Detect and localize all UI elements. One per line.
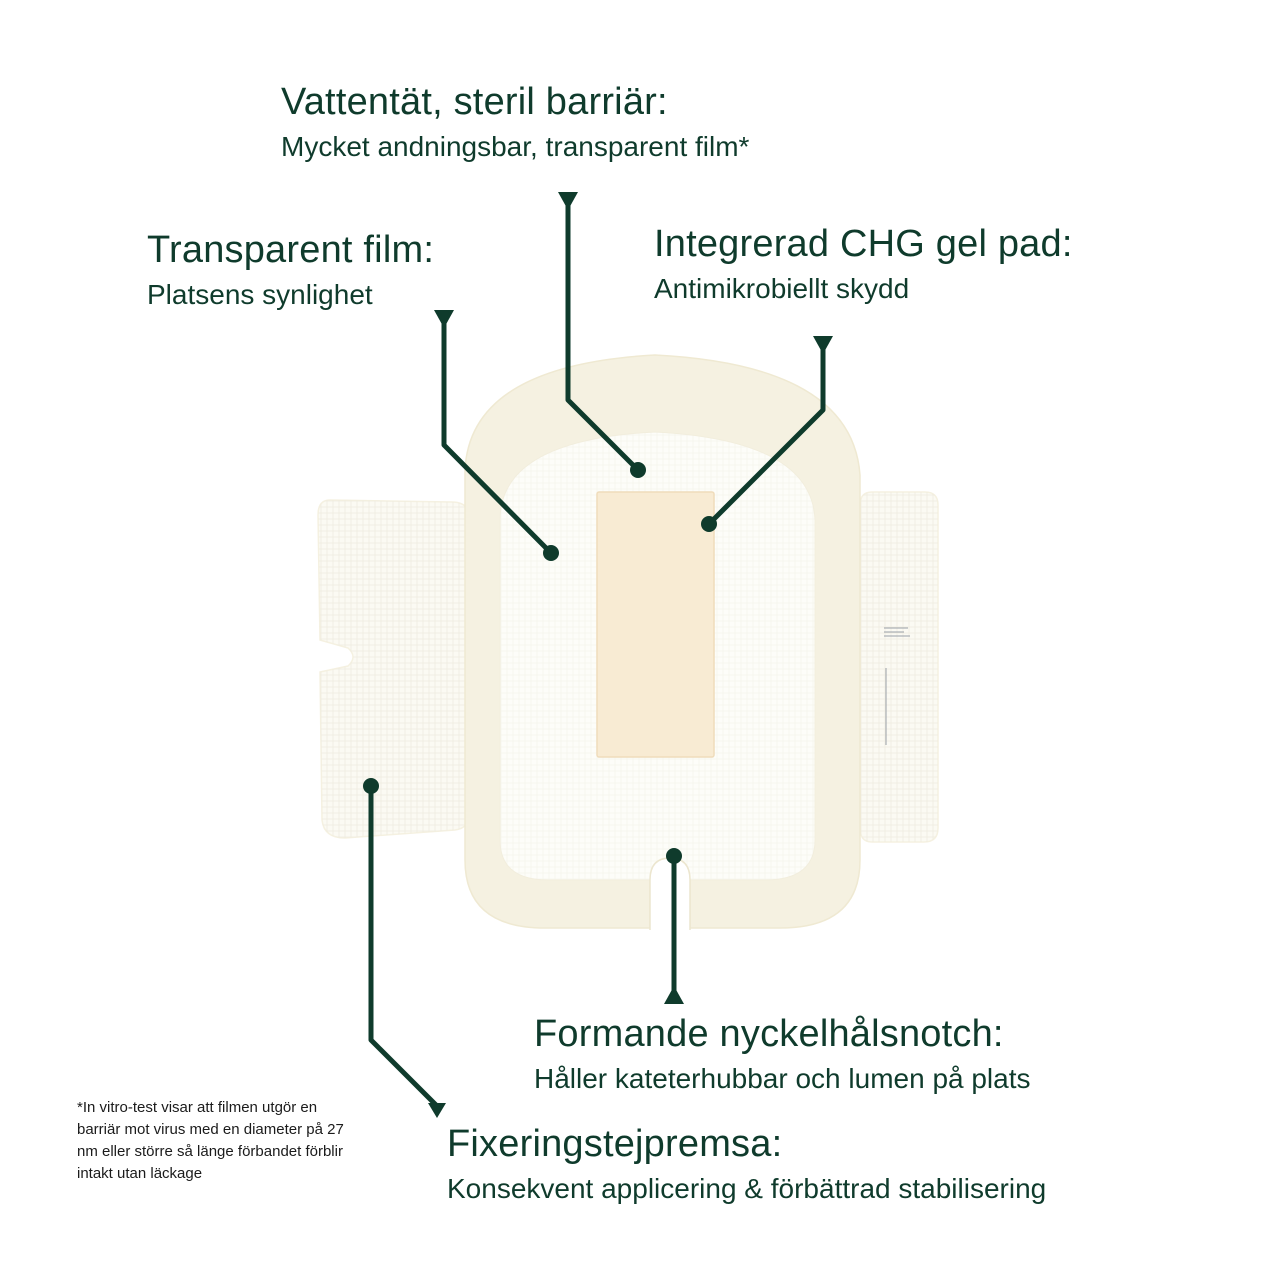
callout-barrier-subtitle: Mycket andningsbar, transparent film* xyxy=(281,131,750,162)
callout-chg: Integrerad CHG gel pad: Antimikrobiellt … xyxy=(654,222,1073,306)
callout-strips-title: Fixeringstejpremsa: xyxy=(447,1123,783,1165)
callout-strips: Fixeringstejpremsa: Konsekvent appliceri… xyxy=(447,1122,1046,1206)
leader-strips xyxy=(368,786,439,1108)
arrow-head-strips xyxy=(428,1103,446,1118)
callout-chg-title: Integrerad CHG gel pad: xyxy=(654,223,1073,265)
arrow-head-film xyxy=(434,310,454,328)
leader-markers xyxy=(363,192,833,1118)
chg-gel-pad xyxy=(596,491,715,758)
callout-barrier: Vattentät, steril barriär: Mycket andnin… xyxy=(281,80,749,164)
callout-film: Transparent film: Platsens synlighet xyxy=(147,228,434,312)
left-fixation-strip-texture xyxy=(318,500,470,838)
callout-notch-subtitle: Håller kateterhubbar och lumen på plats xyxy=(534,1063,1031,1094)
callout-film-title: Transparent film: xyxy=(147,229,435,271)
callout-notch-title: Formande nyckelhålsnotch: xyxy=(534,1013,1004,1055)
arrow-head-notch xyxy=(664,986,684,1004)
dot-notch xyxy=(666,848,682,864)
callout-notch: Formande nyckelhålsnotch: Håller kateter… xyxy=(534,1012,1031,1096)
leader-film xyxy=(441,318,553,555)
leader-chg xyxy=(707,345,826,526)
leader-lines xyxy=(368,200,826,1108)
dot-film xyxy=(543,545,559,561)
callout-strips-subtitle: Konsekvent applicering & förbättrad stab… xyxy=(447,1173,1047,1204)
dot-chg xyxy=(701,516,717,532)
arrow-head-barrier xyxy=(558,192,578,210)
arrow-head-chg xyxy=(813,336,833,354)
leader-barrier xyxy=(565,200,640,472)
dot-strips xyxy=(363,778,379,794)
strip-printing xyxy=(884,627,910,745)
callout-film-subtitle: Platsens synlighet xyxy=(147,279,373,310)
callout-barrier-title: Vattentät, steril barriär: xyxy=(281,81,668,123)
footnote: *In vitro-test visar att filmen utgör en… xyxy=(77,1099,344,1182)
callout-chg-subtitle: Antimikrobiellt skydd xyxy=(654,273,910,304)
keyhole-notch xyxy=(649,857,691,930)
dot-barrier xyxy=(630,462,646,478)
right-fixation-strip-texture xyxy=(860,492,938,842)
